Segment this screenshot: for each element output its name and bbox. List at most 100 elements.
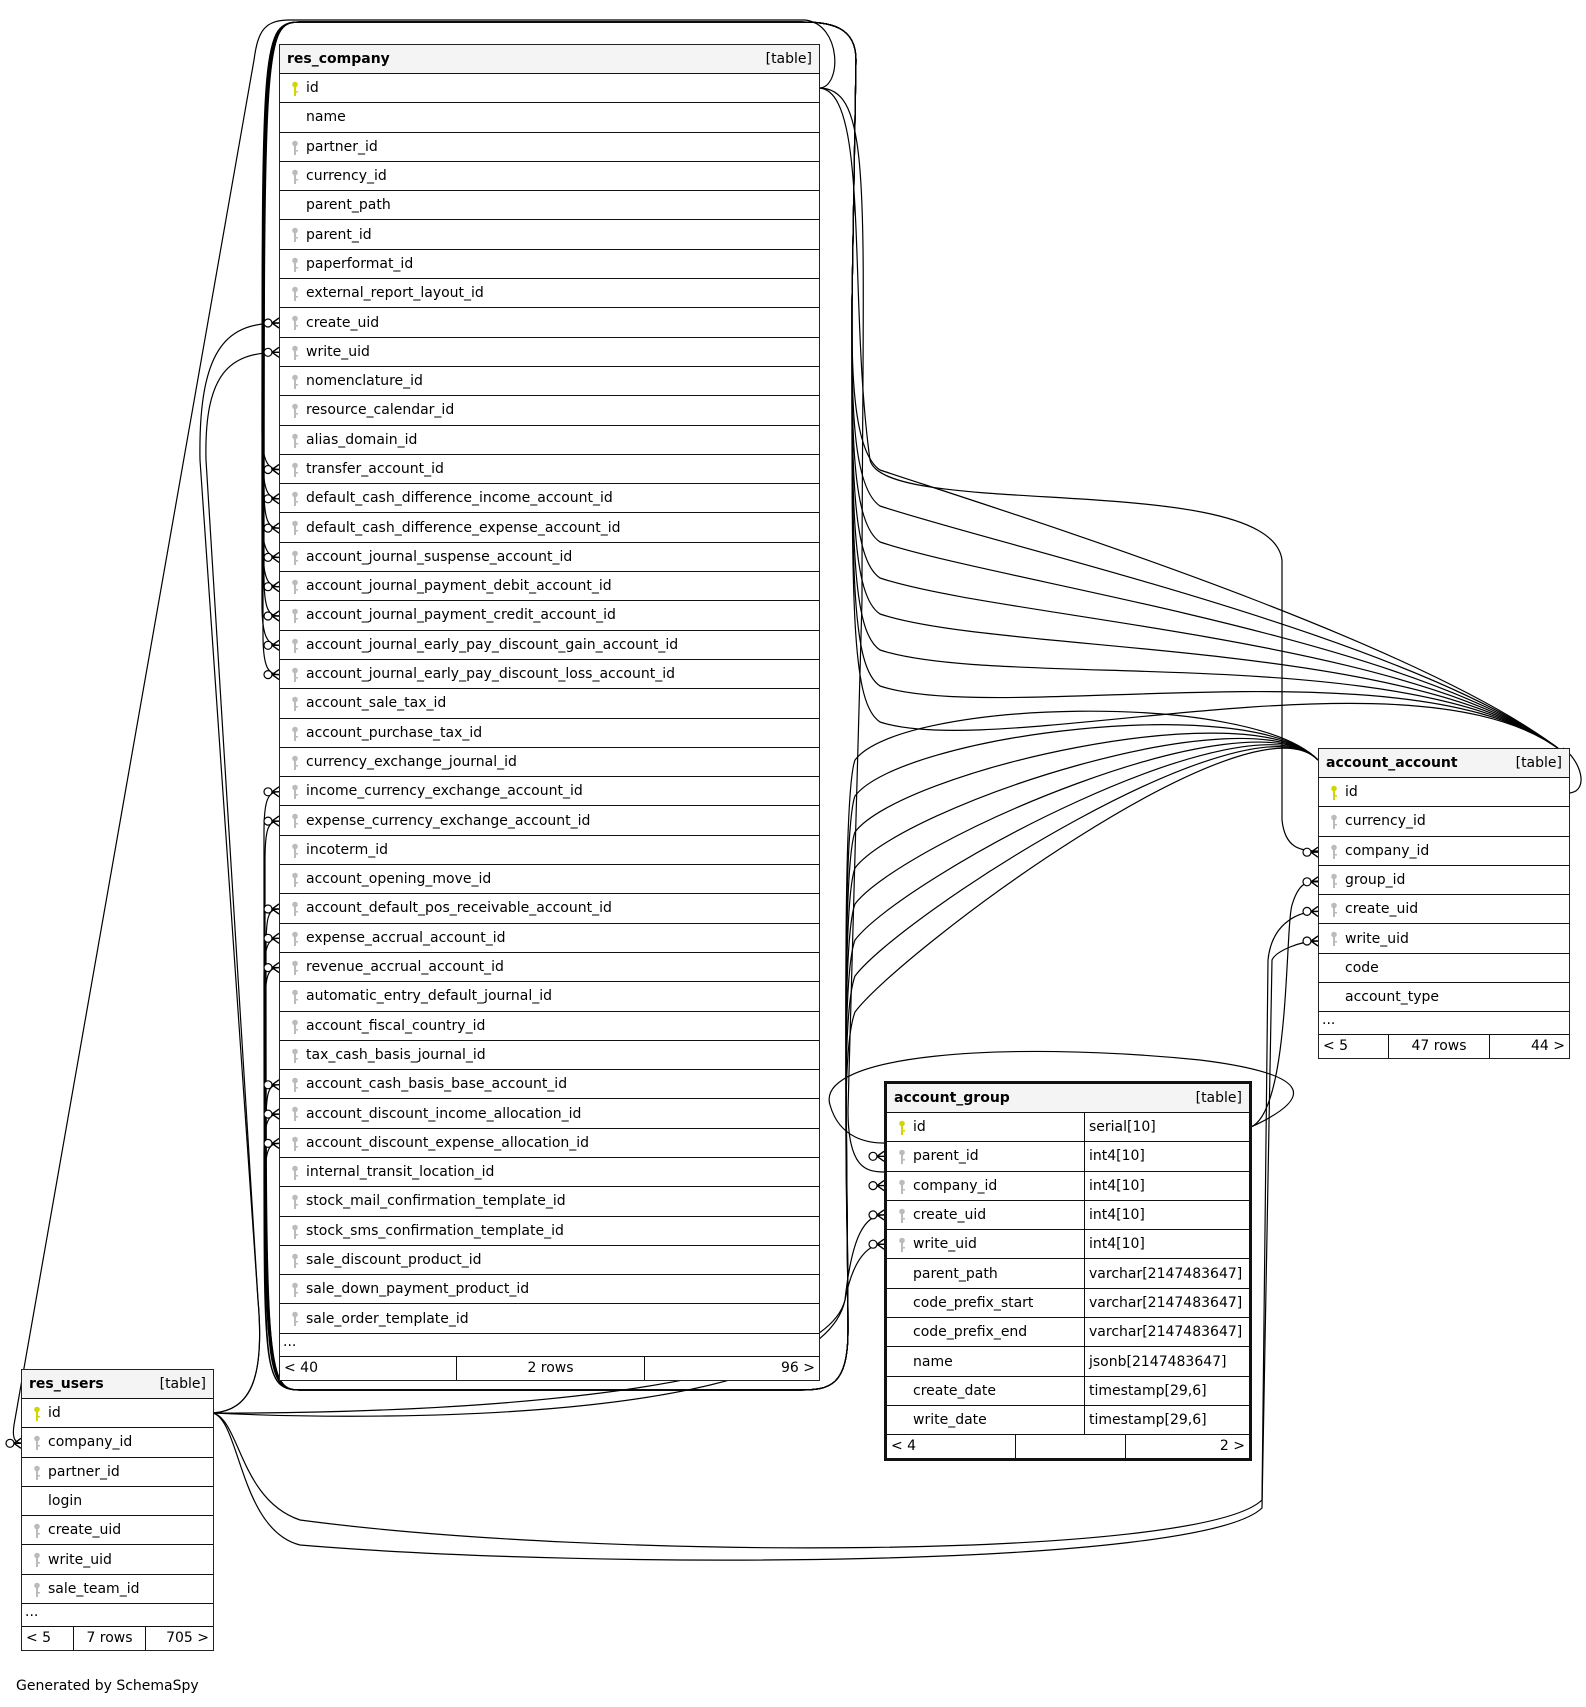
column-row[interactable]: id	[280, 74, 819, 104]
children-count[interactable]: 44 >	[1489, 1035, 1569, 1059]
column-row[interactable]: paperformat_id	[280, 250, 819, 280]
table-kind: [table]	[159, 1376, 206, 1392]
column-row[interactable]: currency_exchange_journal_id	[280, 748, 819, 778]
column-row[interactable]: stock_mail_confirmation_template_id	[280, 1187, 819, 1217]
table-header[interactable]: res_users[table]	[22, 1370, 213, 1399]
column-row[interactable]: incoterm_id	[280, 836, 819, 866]
column-row[interactable]: nomenclature_id	[280, 367, 819, 397]
children-count[interactable]: 96 >	[644, 1356, 819, 1380]
column-row[interactable]: parent_path	[280, 191, 819, 221]
column-row[interactable]: default_cash_difference_income_account_i…	[280, 484, 819, 514]
foreign-key-icon	[290, 1106, 300, 1122]
column-row[interactable]: account_type	[1319, 983, 1569, 1013]
column-row[interactable]: currency_id	[1319, 807, 1569, 837]
column-row[interactable]: sale_order_template_id	[280, 1304, 819, 1334]
column-row[interactable]: account_fiscal_country_id	[280, 1012, 819, 1041]
column-row[interactable]: sale_team_id	[22, 1575, 213, 1605]
children-count[interactable]: 2 >	[1125, 1435, 1249, 1459]
column-type: serial[10]	[1084, 1113, 1249, 1142]
column-row[interactable]: account_opening_move_id	[280, 865, 819, 895]
column-row[interactable]: account_journal_payment_credit_account_i…	[280, 601, 819, 631]
children-count[interactable]: 705 >	[145, 1627, 213, 1651]
column-row[interactable]: account_journal_early_pay_discount_loss_…	[280, 660, 819, 690]
column-row[interactable]: account_default_pos_receivable_account_i…	[280, 894, 819, 924]
column-row[interactable]: resource_calendar_id	[280, 396, 819, 426]
column-row[interactable]: login	[22, 1487, 213, 1517]
column-row[interactable]: account_purchase_tax_id	[280, 719, 819, 748]
column-row[interactable]: transfer_account_id	[280, 455, 819, 485]
column-row[interactable]: automatic_entry_default_journal_id	[280, 982, 819, 1012]
column-row[interactable]: write_uid	[280, 338, 819, 367]
column-name: parent_id	[306, 226, 372, 243]
column-row[interactable]: write_uid	[1319, 924, 1569, 954]
column-row[interactable]: account_cash_basis_base_account_id	[280, 1070, 819, 1100]
column-row[interactable]: parent_id	[280, 220, 819, 250]
column-row[interactable]: tax_cash_basis_journal_id	[280, 1041, 819, 1071]
column-row[interactable]: external_report_layout_id	[280, 279, 819, 309]
column-row[interactable]: account_sale_tax_id	[280, 689, 819, 719]
parents-count[interactable]: < 5	[1323, 1038, 1349, 1055]
foreign-key-icon	[290, 989, 300, 1005]
column-row[interactable]: partner_id	[22, 1458, 213, 1487]
column-row[interactable]: account_journal_suspense_account_id	[280, 543, 819, 573]
column-row[interactable]: default_cash_difference_expense_account_…	[280, 513, 819, 543]
parents-count[interactable]: < 40	[284, 1359, 318, 1376]
column-row[interactable]: revenue_accrual_account_id	[280, 953, 819, 983]
more-columns[interactable]: ...	[280, 1334, 819, 1357]
column-row[interactable]: stock_sms_confirmation_template_id	[280, 1217, 819, 1246]
column-row[interactable]: sale_down_payment_product_id	[280, 1275, 819, 1305]
column-row[interactable]: company_id	[1319, 837, 1569, 866]
table-header[interactable]: account_account[table]	[1319, 749, 1569, 778]
column-row[interactable]: partner_id	[280, 133, 819, 162]
column-row[interactable]: company_id	[22, 1428, 213, 1458]
table-name: account_group	[894, 1090, 1010, 1106]
crows-foot-marker	[263, 932, 280, 944]
column-row[interactable]: account_journal_early_pay_discount_gain_…	[280, 631, 819, 660]
column-row[interactable]: id	[22, 1399, 213, 1429]
column-row[interactable]: internal_transit_location_id	[280, 1158, 819, 1188]
column-row[interactable]: create_uid	[1319, 895, 1569, 925]
column-row[interactable]: name	[280, 103, 819, 133]
column-type: int4[10]	[1084, 1200, 1249, 1230]
parents-count[interactable]: < 4	[891, 1438, 917, 1455]
column-row[interactable]: code	[1319, 954, 1569, 984]
column-row[interactable]: alias_domain_id	[280, 426, 819, 455]
foreign-key-icon	[1329, 814, 1339, 830]
column-row[interactable]: income_currency_exchange_account_id	[280, 777, 819, 807]
column-row[interactable]: account_discount_income_allocation_id	[280, 1099, 819, 1129]
column-row[interactable]: expense_accrual_account_id	[280, 924, 819, 953]
table-header[interactable]: res_company[table]	[280, 45, 819, 74]
relationship-line	[264, 747, 1319, 1391]
column-row[interactable]: create_uid	[22, 1516, 213, 1546]
column-row[interactable]: sale_discount_product_id	[280, 1246, 819, 1276]
row-count: 2 rows	[456, 1356, 644, 1380]
column-row[interactable]: group_id	[1319, 866, 1569, 896]
column-row[interactable]: account_journal_payment_debit_account_id	[280, 572, 819, 602]
column-row[interactable]: currency_id	[280, 162, 819, 192]
column-row[interactable]: id	[1319, 778, 1569, 808]
column-name: income_currency_exchange_account_id	[306, 783, 583, 800]
column-row[interactable]: create_uid	[280, 308, 819, 338]
column-row[interactable]: account_discount_expense_allocation_id	[280, 1129, 819, 1158]
parents-count[interactable]: < 5	[26, 1630, 52, 1647]
more-columns[interactable]: ...	[22, 1604, 213, 1628]
column-row[interactable]: write_uid	[22, 1545, 213, 1575]
table-header[interactable]: account_group[table]	[887, 1084, 1249, 1113]
more-columns[interactable]: ...	[1319, 1012, 1569, 1036]
column-row[interactable]: expense_currency_exchange_account_id	[280, 806, 819, 836]
